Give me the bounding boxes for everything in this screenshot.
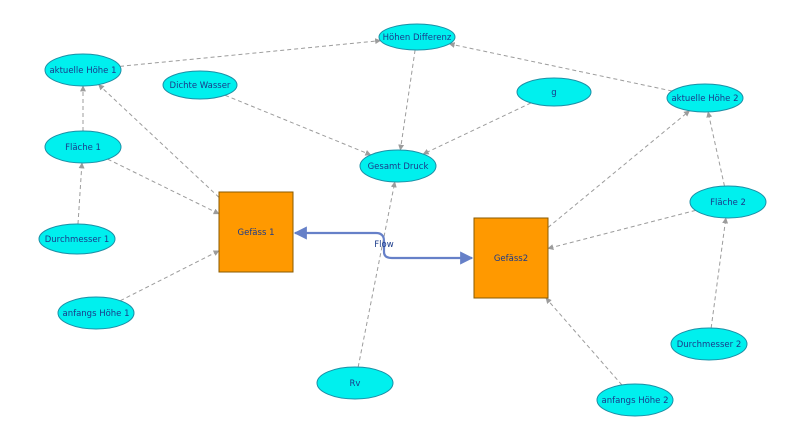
variable-ellipse bbox=[670, 327, 748, 361]
variable-durchmesser-1[interactable]: Durchmesser 1 bbox=[38, 223, 116, 255]
link-gefaess-2-to-aktuelle-hoehe-2[interactable] bbox=[547, 110, 690, 228]
link-flaeche-1-to-gefaess-1[interactable] bbox=[107, 158, 220, 215]
flow-label: Flow bbox=[374, 240, 393, 250]
variable-ellipse bbox=[44, 130, 122, 164]
variable-gesamt-druck[interactable]: Gesamt Druck bbox=[359, 149, 437, 183]
variable-ellipse bbox=[44, 53, 122, 87]
node-label: Fläche 2 bbox=[710, 198, 746, 208]
variable-ellipse bbox=[666, 83, 744, 113]
flow-arrow-to-gefaess-1[interactable] bbox=[293, 226, 386, 242]
node-label: g bbox=[551, 88, 556, 98]
node-label: Durchmesser 2 bbox=[677, 340, 742, 350]
link-durchmesser-2-to-flaeche-2[interactable] bbox=[710, 217, 729, 329]
node-label: anfangs Höhe 2 bbox=[601, 396, 668, 406]
variable-flaeche-1[interactable]: Fläche 1 bbox=[44, 130, 122, 164]
link-flaeche-2-to-gefaess-2[interactable] bbox=[547, 209, 696, 251]
variable-anfangs-hoehe-2[interactable]: anfangs Höhe 2 bbox=[596, 383, 674, 417]
variable-ellipse bbox=[38, 223, 116, 255]
link-aktuelle-hoehe-1-to-hoehen-differenz[interactable] bbox=[119, 38, 382, 67]
nodes-layer: Höhen Differenz aktuelle Höhe 1 Dichte Was… bbox=[38, 23, 767, 417]
node-label: aktuelle Höhe 2 bbox=[671, 94, 738, 104]
variable-flaeche-2[interactable]: Fläche 2 bbox=[689, 185, 767, 219]
variable-aktuelle-hoehe-1[interactable]: aktuelle Höhe 1 bbox=[44, 53, 122, 87]
variable-ellipse bbox=[162, 70, 238, 100]
link-hoehen-differenz-to-gesamt-druck[interactable] bbox=[398, 49, 416, 151]
link-durchmesser-1-to-flaeche-1[interactable] bbox=[77, 162, 85, 225]
variable-ellipse bbox=[359, 149, 437, 183]
stock-box bbox=[218, 191, 294, 273]
node-label: Gefäss2 bbox=[494, 254, 528, 264]
node-label: Rv bbox=[350, 379, 361, 389]
node-label: Gefäss 1 bbox=[238, 228, 275, 238]
link-flaeche-2-to-aktuelle-hoehe-2[interactable] bbox=[706, 111, 725, 187]
variable-anfangs-hoehe-1[interactable]: anfangs Höhe 1 bbox=[57, 296, 135, 330]
variable-ellipse bbox=[516, 77, 592, 107]
variable-hoehen-differenz[interactable]: Höhen Differenz bbox=[378, 23, 456, 51]
node-label: Höhen Differenz bbox=[383, 33, 452, 43]
node-label: anfangs Höhe 1 bbox=[62, 309, 129, 319]
link-rv-to-gesamt-druck[interactable] bbox=[357, 181, 397, 368]
link-anfangs-hoehe-1-to-gefaess-1[interactable] bbox=[120, 250, 220, 302]
stock-box bbox=[473, 217, 549, 299]
node-label: Durchmesser 1 bbox=[45, 235, 110, 245]
node-label: Gesamt Druck bbox=[368, 162, 429, 172]
stock-gefaess-2[interactable]: Gefäss2 bbox=[473, 217, 549, 299]
variable-rv[interactable]: Rv bbox=[316, 366, 394, 400]
variable-ellipse bbox=[596, 383, 674, 417]
variable-ellipse bbox=[316, 366, 394, 400]
link-anfangs-hoehe-2-to-gefaess-2[interactable] bbox=[545, 297, 623, 386]
variable-g[interactable]: g bbox=[516, 77, 592, 107]
link-aktuelle-hoehe-2-to-hoehen-differenz[interactable] bbox=[448, 42, 673, 92]
variable-dichte-wasser[interactable]: Dichte Wasser bbox=[162, 70, 238, 100]
variable-durchmesser-2[interactable]: Durchmesser 2 bbox=[670, 327, 748, 361]
variable-ellipse bbox=[689, 185, 767, 219]
variable-ellipse bbox=[378, 23, 456, 51]
node-label: aktuelle Höhe 1 bbox=[49, 66, 116, 76]
variable-ellipse bbox=[57, 296, 135, 330]
node-label: Dichte Wasser bbox=[170, 81, 231, 91]
node-label: Fläche 1 bbox=[65, 143, 101, 153]
link-dichte-wasser-to-gesamt-druck[interactable] bbox=[224, 94, 372, 156]
link-g-to-gesamt-druck[interactable] bbox=[422, 102, 532, 155]
links-layer bbox=[77, 38, 729, 386]
variable-aktuelle-hoehe-2[interactable]: aktuelle Höhe 2 bbox=[666, 83, 744, 113]
flow-layer: Flow bbox=[293, 226, 474, 265]
flow-arrow-to-gefaess-2[interactable] bbox=[382, 241, 474, 265]
stock-gefaess-1[interactable]: Gefäss 1 bbox=[218, 191, 294, 273]
